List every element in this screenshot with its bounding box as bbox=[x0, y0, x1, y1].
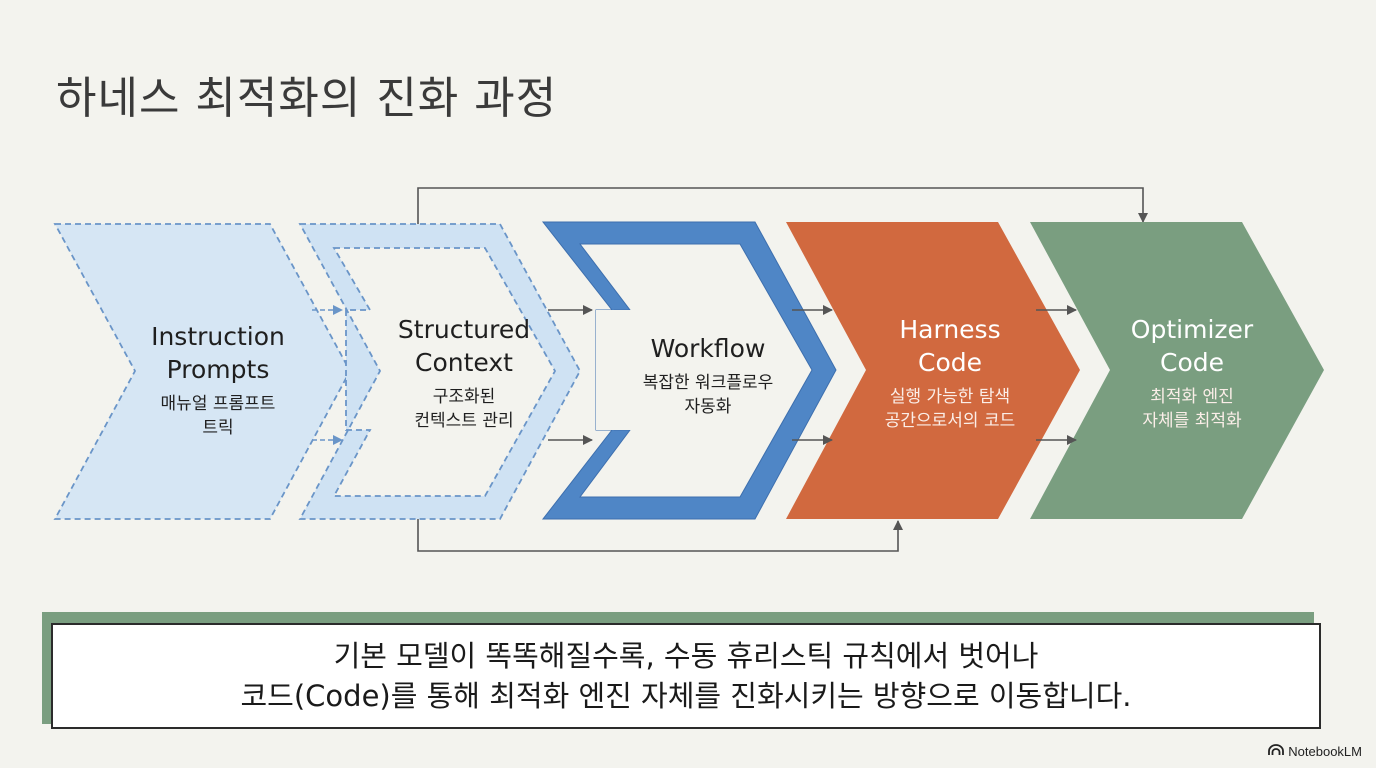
stage-instruction-prompts-shape bbox=[53, 223, 352, 520]
stage-harness-code-shape bbox=[786, 222, 1080, 519]
stage-title: Prompts bbox=[166, 355, 270, 384]
stage-description: 실행 가능한 탐색 공간으로서의 코드 bbox=[840, 385, 1060, 433]
stage-description-line: 컨텍스트 관리 bbox=[414, 411, 514, 431]
stage-optimizer-code: Optimizer Code 최적화 엔진 자체를 최적화 bbox=[1082, 313, 1302, 433]
stage-title: Code bbox=[917, 348, 982, 377]
skip-arrow-bottom bbox=[417, 519, 903, 552]
stage-instruction-prompts: Instruction Prompts 매뉴얼 프롬프트 트릭 bbox=[118, 320, 318, 440]
stage-description: 최적화 엔진 자체를 최적화 bbox=[1082, 385, 1302, 433]
stage-description: 매뉴얼 프롬프트 트릭 bbox=[118, 392, 318, 440]
callout-box: 기본 모델이 똑똑해질수록, 수동 휴리스틱 규칙에서 벗어나 코드(Code)… bbox=[51, 623, 1321, 729]
stage-description-line: 자체를 최적화 bbox=[1142, 411, 1242, 431]
stage-optimizer-code-shape bbox=[1030, 222, 1324, 519]
stage-description-line: 공간으로서의 코드 bbox=[884, 411, 1016, 431]
stage-description-line: 최적화 엔진 bbox=[1150, 387, 1234, 407]
stage-description: 복잡한 워크플로우 자동화 bbox=[598, 371, 818, 419]
stage-title: Code bbox=[1159, 348, 1224, 377]
callout-line: 코드(Code)를 통해 최적화 엔진 자체를 진화시키는 방향으로 이동합니다… bbox=[240, 679, 1132, 713]
stage-title: Optimizer bbox=[1130, 315, 1254, 344]
stage-workflow: Workflow 복잡한 워크플로우 자동화 bbox=[598, 332, 818, 419]
page-title: 하네스 최적화의 진화 과정 bbox=[56, 73, 558, 124]
stage-description-line: 실행 가능한 탐색 bbox=[889, 387, 1011, 407]
stage-title: Context bbox=[415, 348, 513, 377]
stage-description-line: 자동화 bbox=[684, 397, 732, 417]
stage-structured-context: Structured Context 구조화된 컨텍스트 관리 bbox=[364, 313, 564, 433]
stage-harness-code: Harness Code 실행 가능한 탐색 공간으로서의 코드 bbox=[840, 313, 1060, 433]
stage-title: Instruction bbox=[151, 322, 285, 351]
stage-description-line: 구조화된 bbox=[432, 387, 496, 407]
stage-structured-context-shape bbox=[298, 223, 582, 520]
stage-description: 구조화된 컨텍스트 관리 bbox=[364, 385, 564, 433]
stage-description-line: 매뉴얼 프롬프트 bbox=[160, 394, 276, 414]
stage-description-line: 복잡한 워크플로우 bbox=[642, 373, 774, 393]
brand-watermark: NotebookLM bbox=[1268, 744, 1362, 759]
stage-description-line: 트릭 bbox=[202, 418, 234, 438]
callout-line: 기본 모델이 똑똑해질수록, 수동 휴리스틱 규칙에서 벗어나 bbox=[333, 639, 1039, 673]
brand-label: NotebookLM bbox=[1288, 744, 1362, 759]
evolution-flow-diagram bbox=[53, 187, 1324, 552]
stage-title: Structured bbox=[397, 315, 531, 344]
stage-title: Workflow bbox=[650, 334, 766, 363]
notebooklm-logo-icon bbox=[1268, 744, 1285, 759]
stage-title: Harness bbox=[899, 315, 1001, 344]
skip-arrow-top bbox=[417, 187, 1148, 224]
